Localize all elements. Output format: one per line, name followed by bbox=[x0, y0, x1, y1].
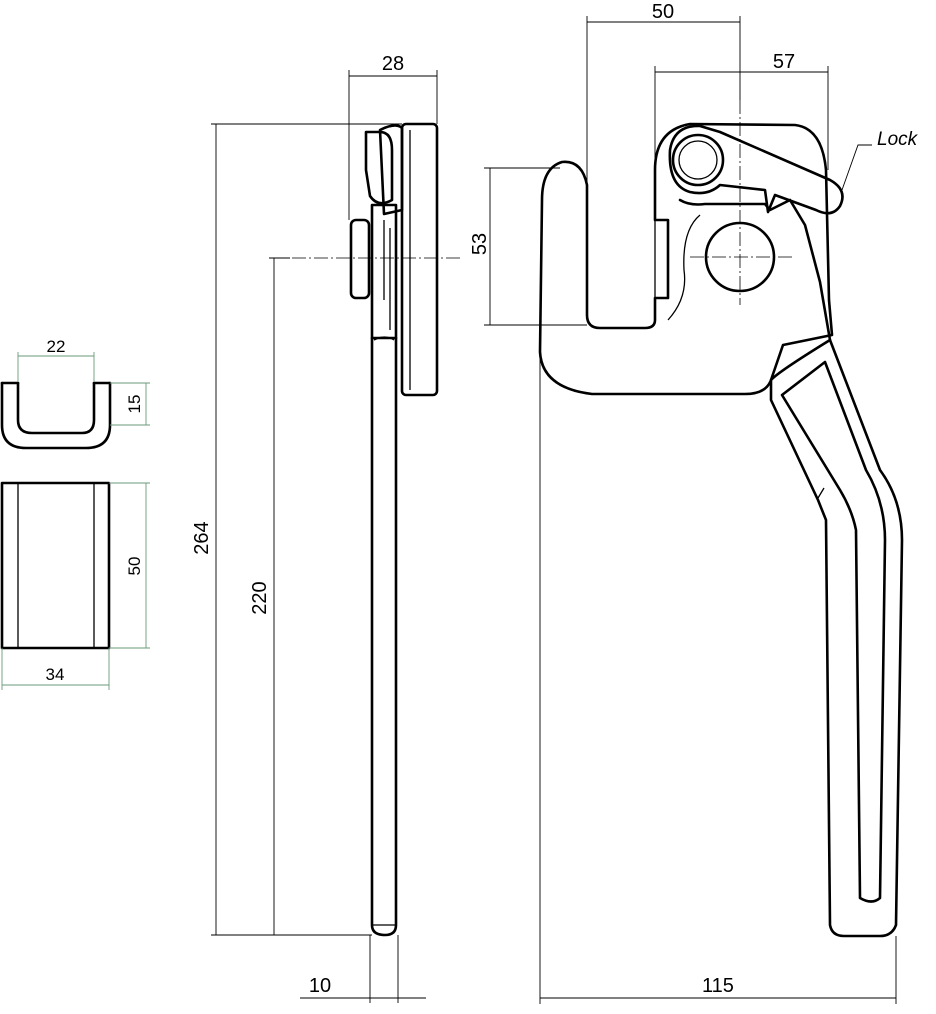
dim-hook-offset: 50 bbox=[652, 1, 674, 23]
dim-side-depth: 28 bbox=[382, 53, 404, 75]
dim-pivot-to-end: 220 bbox=[249, 581, 271, 614]
dim-clip-width: 34 bbox=[46, 665, 65, 684]
clip-side-view: 50 34 bbox=[0, 481, 150, 690]
dim-overall-height: 264 bbox=[191, 521, 213, 554]
clip-top-view: 22 15 bbox=[0, 337, 150, 450]
lock-label: Lock bbox=[877, 129, 919, 150]
dim-overall-width: 115 bbox=[702, 975, 734, 997]
dim-clip-height: 15 bbox=[125, 395, 144, 414]
handle-front-view: Lock 50 57 53 115 bbox=[469, 1, 919, 1004]
dim-hook-opening: 53 bbox=[469, 233, 491, 255]
dim-handle-thickness: 10 bbox=[309, 975, 331, 997]
dim-clip-inner-width: 22 bbox=[47, 337, 66, 356]
handle-side-view: 28 264 220 10 bbox=[191, 53, 460, 1003]
dim-lock-offset: 57 bbox=[773, 51, 795, 73]
dim-clip-length: 50 bbox=[125, 557, 144, 576]
